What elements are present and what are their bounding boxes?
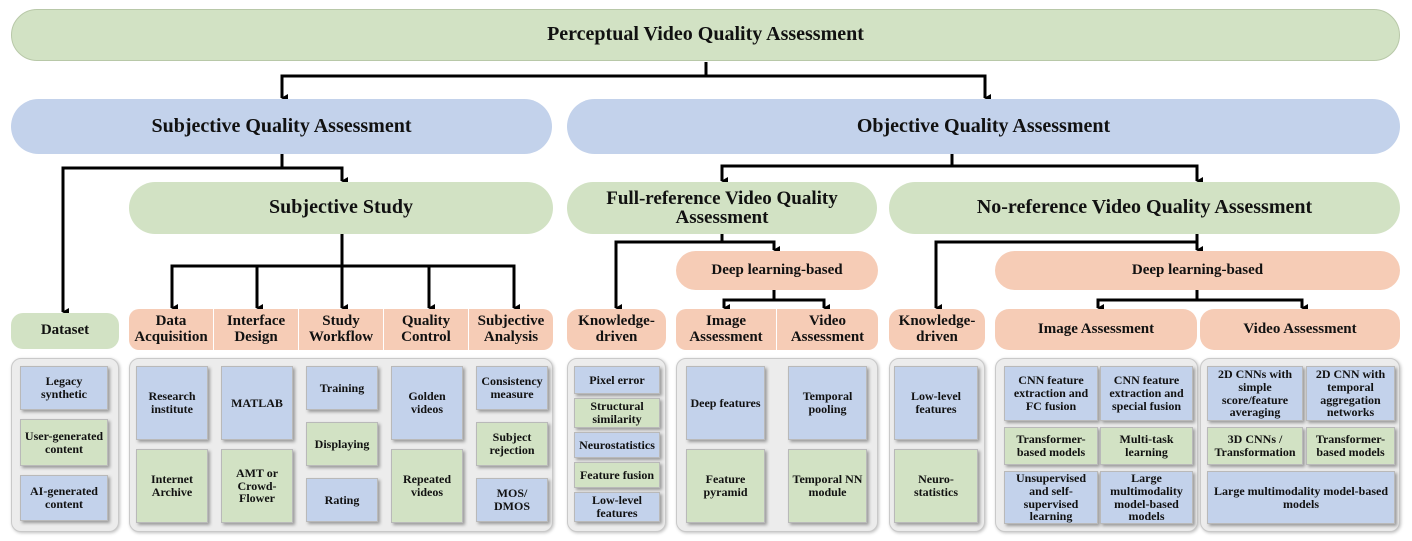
list-item: CNN feature extraction and FC fusion: [1004, 366, 1098, 421]
list-item: 2D CNNs with simple score/feature averag…: [1207, 366, 1303, 421]
list-item: Large multimodality model-based models: [1207, 471, 1395, 524]
list-item: MOS/ DMOS: [476, 478, 548, 522]
list-item: Internet Archive: [136, 449, 208, 523]
list-item: Legacy synthetic: [20, 366, 108, 410]
list-item: Golden videos: [391, 366, 463, 440]
list-item: Repeated videos: [391, 449, 463, 523]
list-item: Low-level features: [894, 366, 978, 440]
list-item: Unsupervised and self-supervised learnin…: [1004, 471, 1098, 524]
list-item: Neuro-statistics: [894, 449, 978, 523]
quality-control-header: Quality Control: [384, 309, 468, 350]
list-item: Consistency measure: [476, 366, 548, 410]
list-item: Structural similarity: [574, 398, 660, 428]
fr-video-header: Video Assessment: [777, 309, 878, 350]
list-item: Feature fusion: [574, 462, 660, 488]
list-item: Pixel error: [574, 366, 660, 394]
subjective-analysis-header: Subjective Analysis: [469, 309, 553, 350]
fr-image-header: Image Assessment: [676, 309, 776, 350]
list-item: Deep features: [686, 366, 765, 440]
nr-deep-learning-node: Deep learning-based: [995, 251, 1400, 290]
list-item: User-generated content: [20, 419, 108, 466]
objective-node: Objective Quality Assessment: [567, 99, 1400, 154]
subjective-study-node: Subjective Study: [129, 182, 553, 234]
dataset-header: Dataset: [11, 313, 119, 349]
list-item: Transformer-based models: [1306, 427, 1395, 465]
list-item: Feature pyramid: [686, 449, 765, 523]
list-item: Subject rejection: [476, 422, 548, 466]
list-item: Low-level features: [574, 492, 660, 522]
list-item: CNN feature extraction and special fusio…: [1100, 366, 1193, 421]
no-reference-node: No-reference Video Quality Assessment: [889, 182, 1400, 234]
study-workflow-header: Study Workflow: [299, 309, 383, 350]
interface-design-header: Interface Design: [214, 309, 298, 350]
list-item: 3D CNNs / Transformation: [1207, 427, 1303, 465]
list-item: Neurostatistics: [574, 432, 660, 458]
nr-knowledge-header: Knowledge-driven: [889, 309, 985, 350]
list-item: Research institute: [136, 366, 208, 440]
list-item: Rating: [306, 478, 378, 522]
full-reference-node: Full-reference Video Quality Assessment: [567, 182, 877, 234]
list-item: Large multimodality model-based models: [1100, 471, 1193, 524]
list-item: 2D CNN with temporal aggregation network…: [1306, 366, 1395, 421]
root-node: Perceptual Video Quality Assessment: [11, 9, 1400, 61]
nr-image-header: Image Assessment: [995, 309, 1197, 350]
subjective-node: Subjective Quality Assessment: [11, 99, 552, 154]
list-item: Temporal NN module: [788, 449, 867, 523]
fr-deep-learning-node: Deep learning-based: [676, 251, 878, 290]
list-item: Transformer-based models: [1004, 427, 1098, 465]
data-acquisition-header: Data Acquisition: [129, 309, 213, 350]
list-item: AMT or Crowd-Flower: [221, 449, 293, 523]
list-item: Multi-task learning: [1100, 427, 1193, 465]
list-item: MATLAB: [221, 366, 293, 440]
list-item: Training: [306, 366, 378, 410]
list-item: Displaying: [306, 422, 378, 466]
list-item: Temporal pooling: [788, 366, 867, 440]
nr-video-header: Video Assessment: [1200, 309, 1400, 350]
fr-knowledge-header: Knowledge-driven: [567, 309, 666, 350]
list-item: AI-generated content: [20, 475, 108, 521]
